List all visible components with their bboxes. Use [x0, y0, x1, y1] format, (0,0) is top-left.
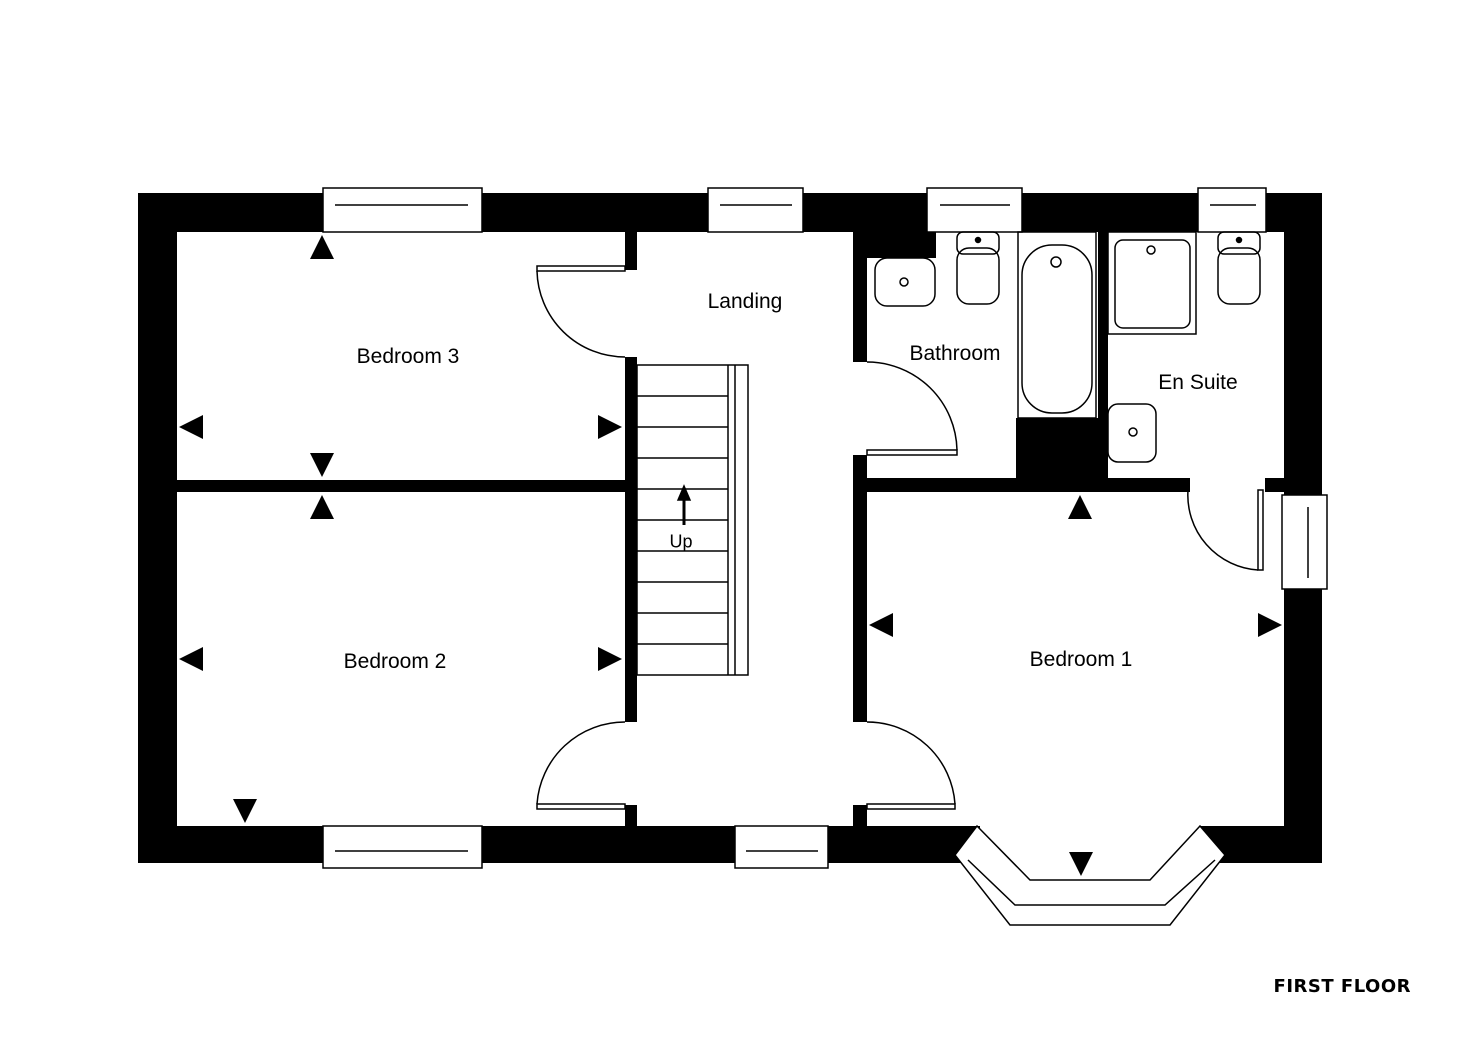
room-label-bedroom-2: Bedroom 2 [343, 650, 447, 673]
dimension-arrows [179, 235, 1282, 876]
room-label-landing: Landing [707, 290, 783, 313]
floor-title: FIRST FLOOR [1273, 976, 1411, 997]
doors [536, 265, 1264, 810]
windows [322, 187, 1328, 926]
room-label-bedroom-1: Bedroom 1 [1029, 648, 1133, 671]
room-label-en-suite: En Suite [1158, 371, 1238, 394]
stairs-up-label: Up [669, 531, 693, 552]
stairs [636, 364, 749, 676]
room-label-bathroom: Bathroom [909, 342, 1001, 365]
room-label-bedroom-3: Bedroom 3 [356, 345, 460, 368]
sanitaryware [874, 231, 1261, 463]
